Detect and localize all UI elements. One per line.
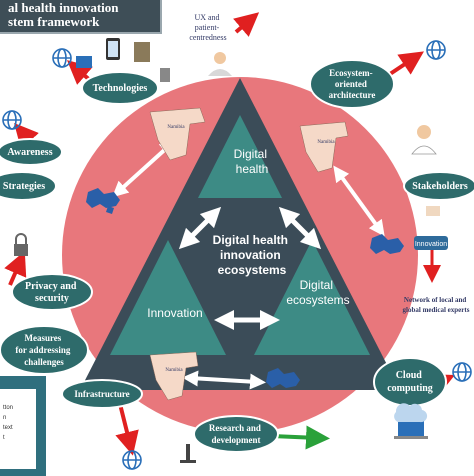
bubble-privacy-security: Privacy and security bbox=[11, 273, 93, 311]
triangle-digital-ecosystems bbox=[254, 240, 370, 355]
bubble-research: Research and development bbox=[193, 415, 279, 453]
internal-arrows bbox=[178, 206, 322, 330]
framework-title: al health innovation stem framework bbox=[0, 0, 162, 34]
microscope-icon bbox=[180, 444, 196, 463]
legend-box: tton n text t bbox=[0, 376, 46, 476]
triangle-digital-health bbox=[198, 115, 282, 198]
doctor-icon bbox=[411, 125, 437, 155]
triangle-innovation bbox=[110, 240, 226, 355]
namibia-label-2: Namibia bbox=[317, 140, 335, 145]
legend-line-4: t bbox=[3, 435, 5, 441]
legend-line-2: n bbox=[3, 415, 7, 421]
legend-line-3: text bbox=[3, 425, 13, 431]
svg-text:Awareness: Awareness bbox=[7, 147, 52, 158]
ux-label: UX and patient- centredness bbox=[189, 13, 226, 42]
title-line-1: al health innovation bbox=[8, 0, 119, 15]
namibia-map-icon bbox=[149, 107, 349, 401]
svg-text:Measures for addressing: Measures for addressing challenges bbox=[15, 333, 72, 367]
digital-ecosystems-label: Digital ecosystems bbox=[286, 278, 349, 307]
devices-icon bbox=[76, 38, 170, 82]
bubble-ecosystem-architecture: Ecosystem- oriented architecture bbox=[309, 59, 395, 109]
bubble-technologies: Technologies bbox=[81, 71, 159, 105]
legend-inner: tton n text t bbox=[0, 389, 36, 469]
legend-line-1: tton bbox=[3, 405, 14, 411]
bubble-cloud: Cloud computing bbox=[373, 357, 447, 407]
svg-text:Cloud computing: Cloud computing bbox=[387, 370, 433, 394]
bubble-strategies: Strategies bbox=[0, 171, 57, 201]
svg-text:Infrastructure: Infrastructure bbox=[74, 389, 129, 399]
svg-text:Stakeholders: Stakeholders bbox=[412, 181, 468, 192]
center-label: Digital health innovation ecosystems bbox=[213, 233, 292, 277]
innovation-label: Innovation bbox=[147, 306, 202, 320]
svg-text:Research and development: Research and development bbox=[209, 423, 263, 445]
lock-icon bbox=[14, 233, 28, 256]
title-line-2: stem framework bbox=[8, 14, 100, 29]
namibia-label-3: Namibia bbox=[165, 368, 183, 373]
digital-health-label: Digital health bbox=[234, 147, 271, 176]
bubble-stakeholders: Stakeholders bbox=[403, 171, 474, 201]
bubble-infrastructure: Infrastructure bbox=[61, 379, 143, 409]
bubble-measures: Measures for addressing challenges bbox=[0, 325, 89, 375]
map-arrows bbox=[112, 139, 385, 390]
namibia-label-1: Namibia bbox=[167, 125, 185, 130]
person-icon bbox=[208, 52, 232, 76]
cloud-icon bbox=[394, 403, 428, 423]
svg-text:Technologies: Technologies bbox=[93, 83, 148, 94]
laptop-icon bbox=[394, 420, 428, 439]
svg-text:Privacy and security: Privacy and security bbox=[25, 281, 79, 304]
globe-icon bbox=[2, 40, 472, 470]
svg-text:Strategies: Strategies bbox=[3, 181, 45, 192]
bubble-awareness: Awareness bbox=[0, 138, 63, 166]
innovation-tag: Innovation bbox=[415, 241, 447, 248]
svg-text:Ecosystem- oriented: Ecosystem- oriented architecture bbox=[329, 68, 376, 100]
network-label: Network of local and global medical expe… bbox=[403, 296, 470, 314]
green-arrow bbox=[271, 425, 330, 450]
world-map-icon bbox=[86, 188, 404, 388]
stakeholder-tree-icon bbox=[414, 206, 448, 283]
